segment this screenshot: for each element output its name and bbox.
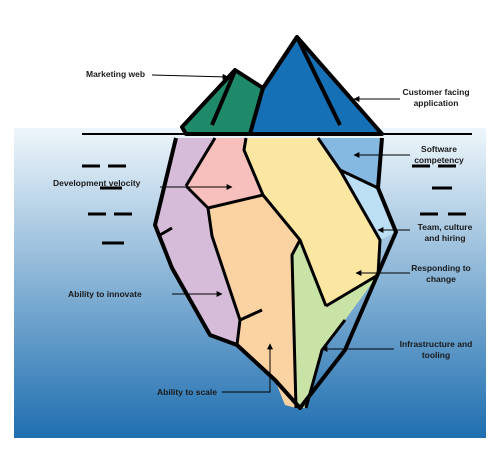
peak-ridge-line bbox=[260, 35, 299, 92]
ability-to-scale-region bbox=[208, 195, 300, 408]
infrastructure-tooling-region bbox=[292, 240, 378, 408]
label-development-velocity: Development velocity bbox=[53, 178, 141, 188]
label-infrastructure-tooling: Infrastructure and tooling bbox=[399, 339, 473, 360]
peak-ridge-line bbox=[295, 36, 342, 126]
wave-dashes bbox=[82, 164, 466, 245]
arrow-ability-to-scale bbox=[222, 343, 273, 393]
label-software-competency: Software competency bbox=[414, 144, 464, 165]
team-culture-region bbox=[340, 170, 396, 240]
software-competency-region bbox=[318, 138, 382, 188]
label-responding-to-change: Responding to change bbox=[411, 263, 471, 284]
region-dividers bbox=[159, 137, 382, 409]
label-ability-to-innovate: Ability to innovate bbox=[68, 289, 142, 299]
peak-ridge-line bbox=[210, 70, 237, 126]
leader-arrows bbox=[151, 73, 410, 393]
responding-to-change-region bbox=[244, 138, 380, 306]
arrow-marketing-web bbox=[151, 73, 229, 80]
label-team-culture-hiring: Team, culture and hiring bbox=[417, 222, 473, 243]
iceberg-outline bbox=[153, 137, 398, 410]
label-ability-to-scale: Ability to scale bbox=[157, 387, 217, 397]
label-marketing-web: Marketing web bbox=[86, 69, 146, 79]
label-customer-facing-application: Customer facing application bbox=[402, 87, 470, 108]
customer-facing-peak bbox=[248, 35, 384, 136]
